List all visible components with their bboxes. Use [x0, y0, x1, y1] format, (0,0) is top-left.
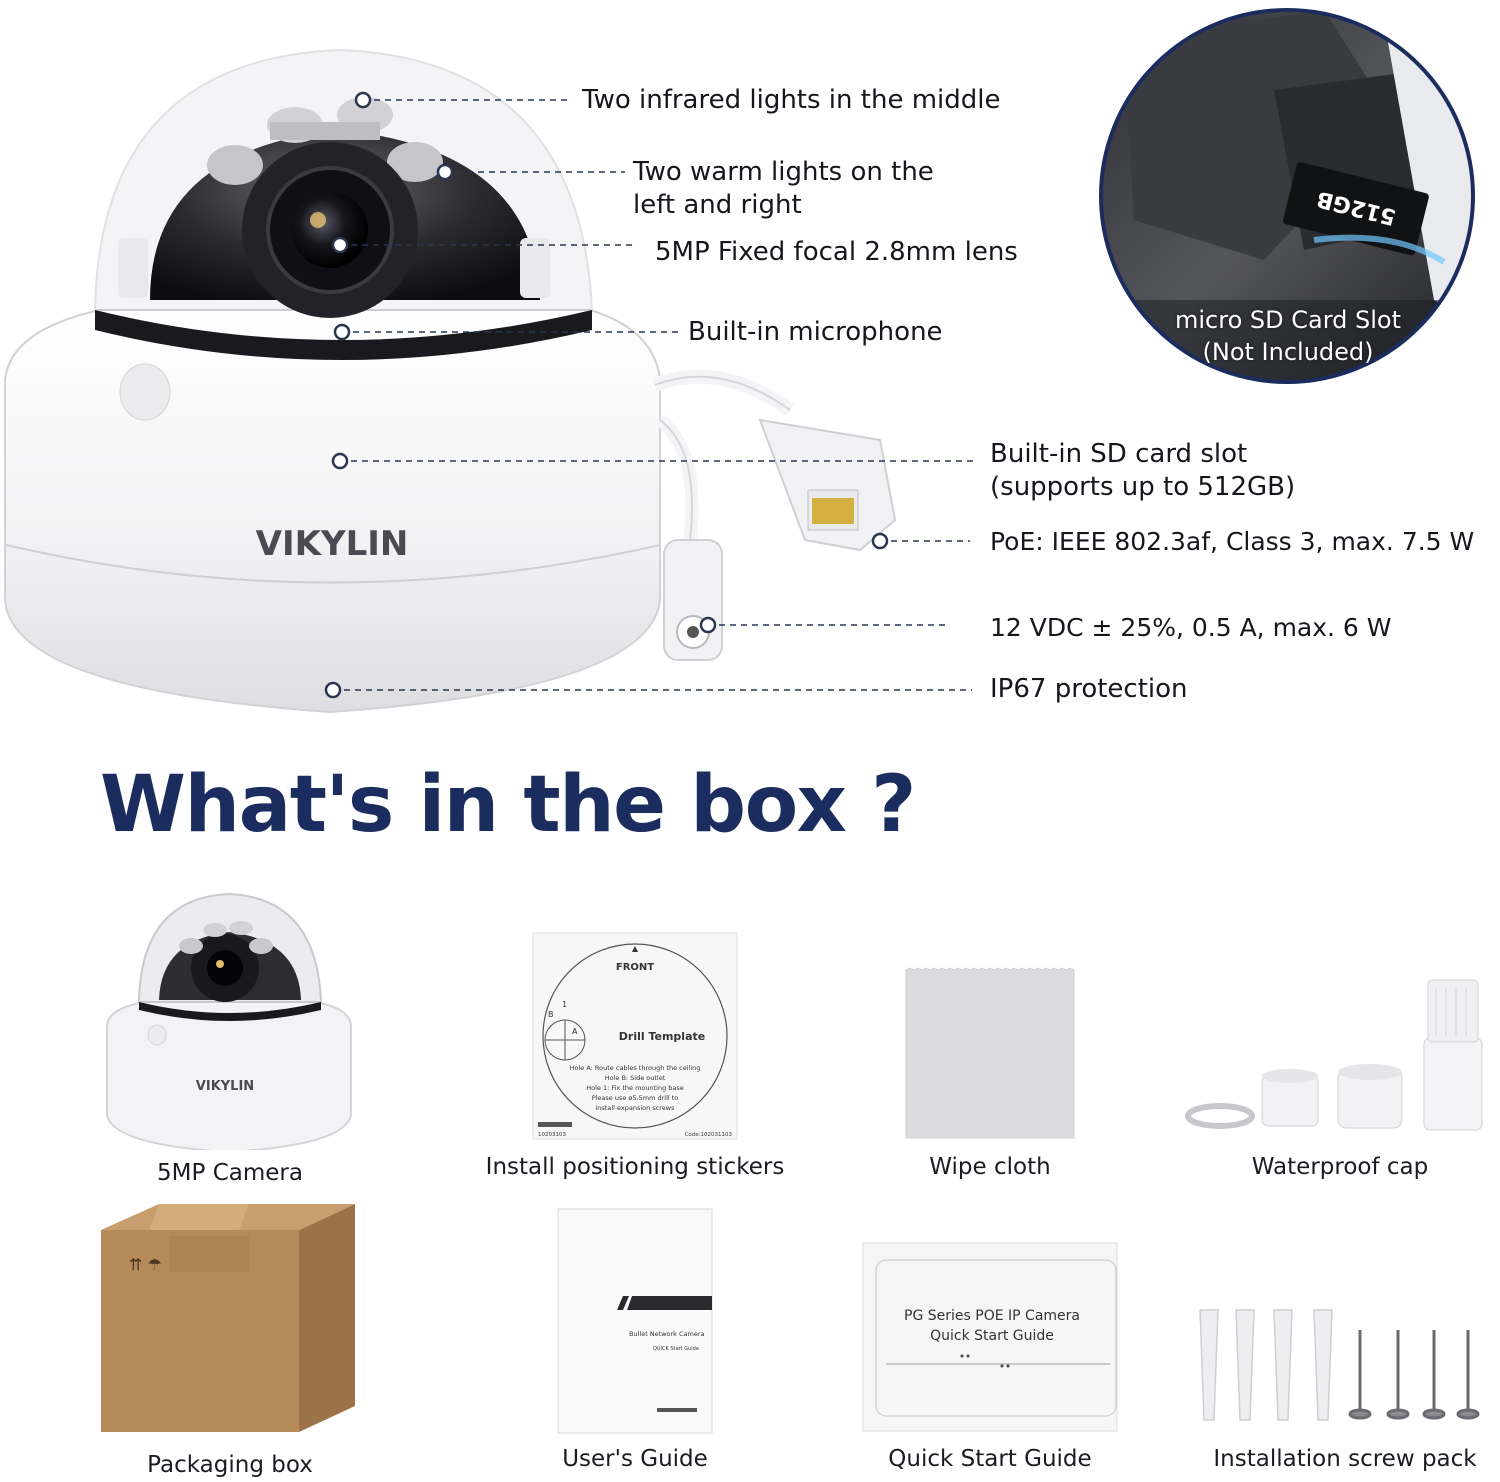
manual-title: Bullet Network Camera: [629, 1330, 705, 1338]
item-label-screws: Installation screw pack: [1213, 1446, 1477, 1472]
callout-microphone: Built-in microphone: [688, 317, 943, 347]
template-line5: install expansion screws: [595, 1104, 675, 1112]
sd-caption-line2: (Not Included): [1202, 338, 1374, 366]
callout-dots: [324, 91, 889, 699]
box-item-quick-start-guide: PG Series POE IP Camera Quick Start Guid…: [860, 1242, 1120, 1482]
box-item-packaging: ⇈ ☂ Packaging box: [95, 1200, 365, 1482]
callout-warm-line1: Two warm lights on the: [633, 157, 934, 187]
qsg-card-line1: PG Series POE IP Camera: [904, 1308, 1080, 1324]
box-item-stickers: FRONT A B 1 Drill Template Hole A: Route…: [470, 932, 800, 1192]
callout-sd-line1: Built-in SD card slot: [990, 439, 1248, 469]
callout-sd-line2: (supports up to 512GB): [990, 472, 1296, 502]
item-label-users-guide: User's Guide: [562, 1446, 708, 1472]
template-mark-1: 1: [562, 1000, 567, 1009]
manual-subtitle: QUICK Start Guide: [653, 1346, 699, 1352]
template-line1: Hole A: Route cables through the ceiling: [570, 1064, 701, 1072]
sd-card-inset: 512GB: [1099, 8, 1475, 384]
item-label-camera: 5MP Camera: [157, 1160, 303, 1186]
wipe-cloth-image: [905, 967, 1075, 1139]
callout-sd-slot: Built-in SD card slot (supports up to 51…: [990, 438, 1295, 504]
callout-warm-lights: Two warm lights on the left and right: [633, 156, 934, 222]
template-line4: Please use ø5.5mm drill to: [592, 1094, 679, 1102]
item-label-cloth: Wipe cloth: [929, 1154, 1051, 1180]
sd-inset-caption: micro SD Card Slot (Not Included): [1128, 304, 1448, 368]
lens: [242, 142, 418, 318]
callout-leaders: [333, 99, 976, 691]
packaging-box-image: ⇈ ☂: [101, 1204, 355, 1432]
screw-pack-image: [1199, 1309, 1480, 1421]
box-item-waterproof-cap: Waterproof cap: [1180, 978, 1500, 1192]
box-item-screw-pack: Installation screw pack: [1190, 1300, 1500, 1482]
callout-dc-power: 12 VDC ± 25%, 0.5 A, max. 6 W: [990, 613, 1392, 642]
thumbnail-brand-logo: VIKYLIN: [196, 1079, 254, 1094]
template-mark-a: A: [572, 1027, 578, 1036]
item-label-qsg: Quick Start Guide: [888, 1446, 1092, 1472]
callout-lens: 5MP Fixed focal 2.8mm lens: [655, 237, 1018, 267]
item-label-stickers: Install positioning stickers: [485, 1154, 785, 1180]
waterproof-cap-parts: [1185, 979, 1483, 1131]
camera-body: [4, 309, 661, 714]
template-code-right: Code:102031103: [685, 1132, 733, 1138]
box-item-camera: VIKYLIN 5MP Camera: [95, 890, 365, 1200]
qsg-card-line2: Quick Start Guide: [930, 1328, 1054, 1344]
drill-template-sheet: FRONT A B 1 Drill Template Hole A: Route…: [532, 932, 738, 1140]
template-title: Drill Template: [619, 1030, 705, 1043]
template-code-left: 10203103: [538, 1132, 566, 1138]
box-item-cloth: Wipe cloth: [870, 966, 1110, 1192]
led-array: [207, 97, 443, 185]
template-front-label: FRONT: [616, 962, 654, 973]
brand-logo: VIKYLIN: [256, 524, 409, 564]
quick-start-guide-card: PG Series POE IP Camera Quick Start Guid…: [862, 1242, 1118, 1432]
template-line2: Hole B: Side outlet: [605, 1074, 666, 1082]
item-label-cap: Waterproof cap: [1251, 1154, 1429, 1180]
template-line3: Hole 1: Fix the mounting base: [586, 1084, 684, 1092]
box-handling-icon: ⇈ ☂: [129, 1255, 162, 1274]
camera-thumbnail: VIKYLIN: [106, 892, 352, 1150]
section-title: What's in the box ?: [100, 760, 916, 850]
box-item-users-guide: Bullet Network Camera QUICK Start Guide …: [530, 1208, 740, 1482]
callout-infrared-lights: Two infrared lights in the middle: [582, 85, 1001, 115]
item-label-box: Packaging box: [147, 1452, 313, 1478]
users-guide-booklet: Bullet Network Camera QUICK Start Guide: [557, 1208, 713, 1434]
camera-illustration: VIKYLIN: [4, 48, 976, 714]
sd-caption-line1: micro SD Card Slot: [1174, 306, 1401, 334]
callout-poe: PoE: IEEE 802.3af, Class 3, max. 7.5 W: [990, 527, 1475, 556]
cables: [652, 369, 897, 661]
camera-feature-diagram: VIKYLIN: [0, 0, 1500, 740]
callout-ip67: IP67 protection: [990, 674, 1188, 704]
callout-warm-line2: left and right: [633, 190, 802, 220]
template-mark-b: B: [548, 1010, 554, 1019]
